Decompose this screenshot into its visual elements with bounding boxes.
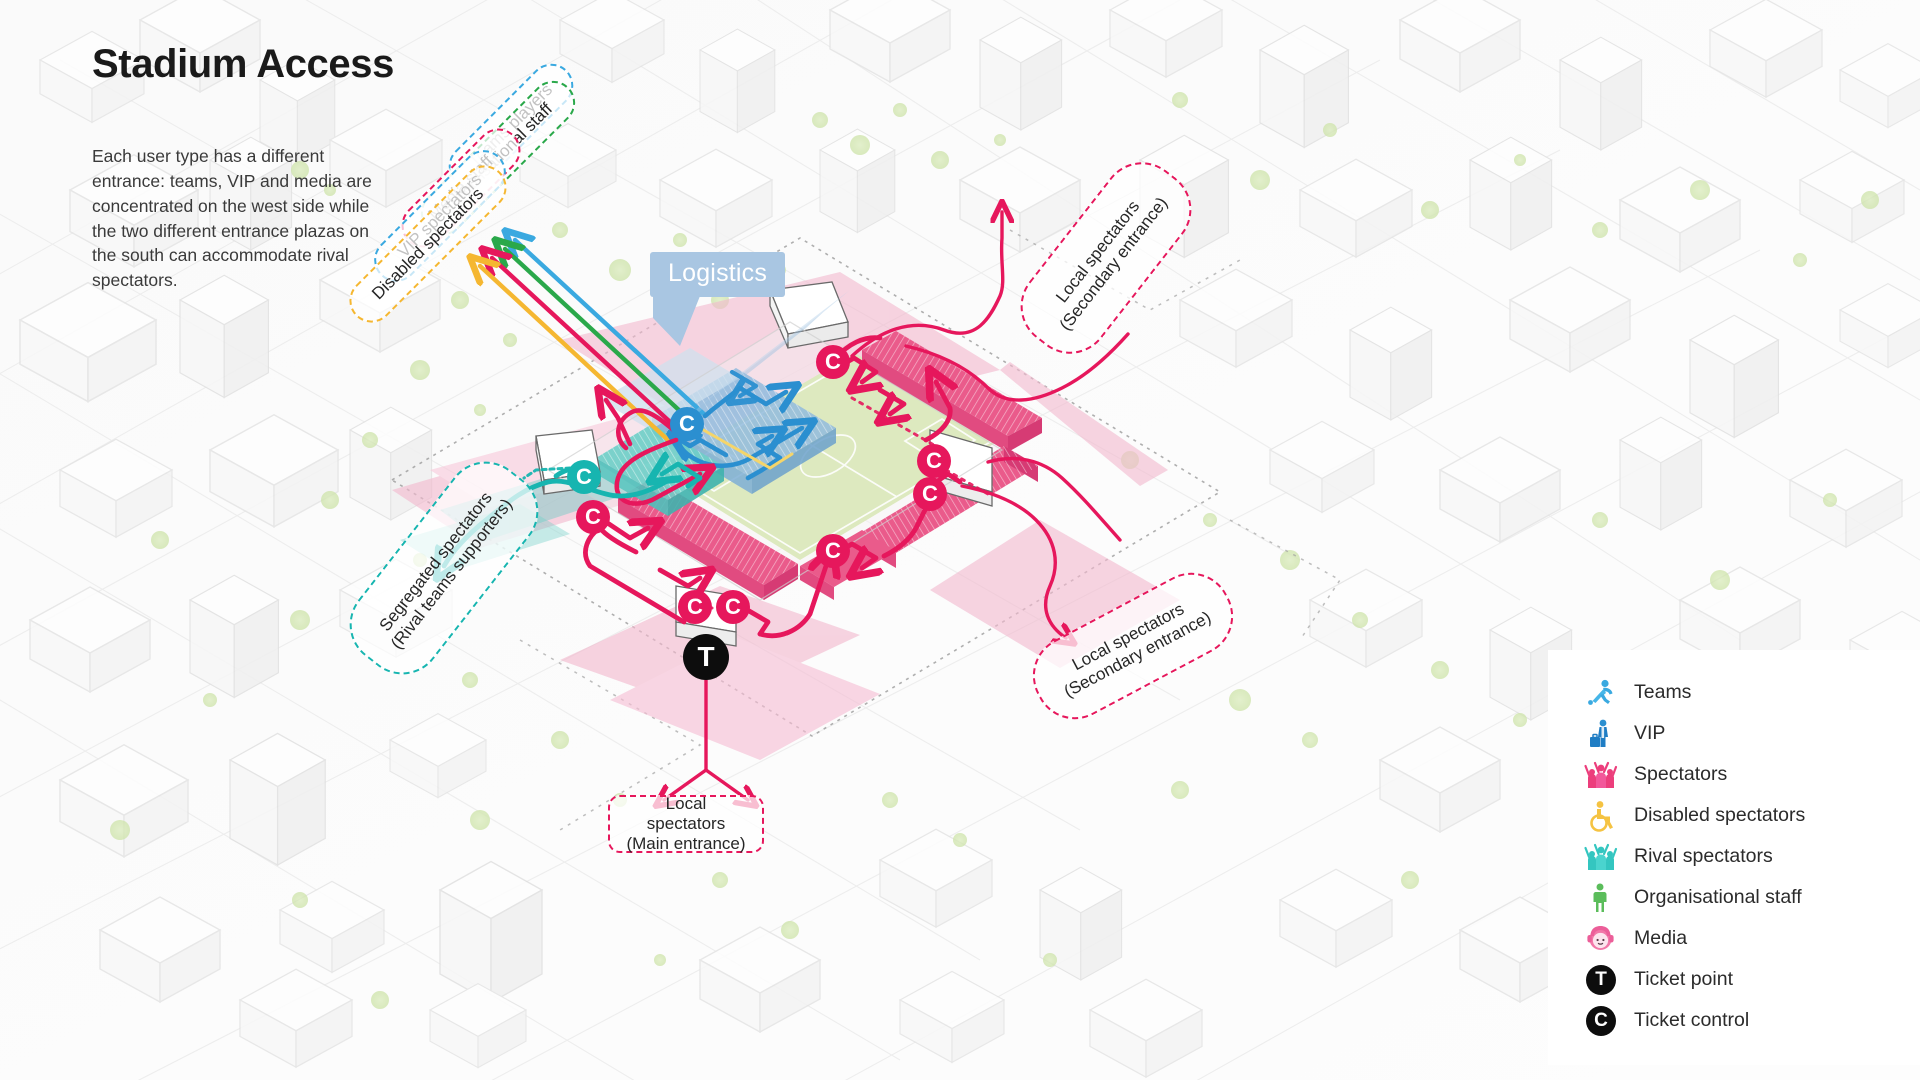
ticket-control-badge[interactable]: C (913, 477, 947, 511)
rival-crowd-icon (1584, 840, 1618, 874)
legend-item-media[interactable]: Media (1584, 918, 1920, 959)
ticket-point-icon: T (1584, 963, 1618, 997)
title-block: Stadium Access Each user type has a diff… (92, 42, 422, 293)
legend-item-disabled-spectators[interactable]: Disabled spectators (1584, 795, 1920, 836)
legend-label-teams: Teams (1634, 681, 1692, 703)
staff-person-icon (1584, 881, 1618, 915)
legend-label-spectators: Spectators (1634, 763, 1728, 785)
vip-suitcase-icon (1584, 717, 1618, 751)
legend-label-disabled-spectators: Disabled spectators (1634, 804, 1806, 826)
crowd-icon (1584, 758, 1618, 792)
ticket-control-badge[interactable]: C (816, 345, 850, 379)
ticket-control-badge[interactable]: C (678, 590, 712, 624)
external-spectator-routes (664, 212, 1130, 800)
legend-item-organisational-staff[interactable]: Organisational staff (1584, 877, 1920, 918)
intro-paragraph: Each user type has a different entrance:… (92, 146, 372, 291)
legend-label-rival-spectators: Rival spectators (1634, 845, 1773, 867)
soccer-player-icon (1584, 676, 1618, 710)
legend-label-vip: VIP (1634, 722, 1666, 744)
media-headset-icon (1584, 922, 1618, 956)
label-main-line1: Local spectators (646, 793, 726, 833)
label-main-line2: (Main entrance) (626, 834, 746, 854)
logistics-text: Logistics (668, 259, 768, 287)
ticket-control-badge-rival[interactable]: C (567, 460, 601, 494)
legend-item-ticket-control[interactable]: C Ticket control (1584, 1000, 1920, 1041)
legend-label-ticket-point: Ticket point (1634, 968, 1733, 990)
legend-label-media: Media (1634, 927, 1688, 949)
page-title: Stadium Access (92, 42, 394, 86)
legend-item-rival-spectators[interactable]: Rival spectators (1584, 836, 1920, 877)
ticket-point-letter: T (1586, 964, 1616, 995)
ticket-control-icon: C (1584, 1004, 1618, 1038)
media-loop (606, 400, 700, 506)
label-local-spectators-main: Local spectators (Main entrance) (608, 793, 764, 854)
ticket-point-badge[interactable]: T (683, 634, 729, 680)
legend-item-spectators[interactable]: Spectators (1584, 754, 1920, 795)
ticket-control-badge[interactable]: C (576, 500, 610, 534)
ticket-control-badge[interactable]: C (917, 444, 951, 478)
ticket-control-letter: C (1586, 1005, 1616, 1036)
ticket-control-badge[interactable]: C (816, 534, 850, 568)
legend-item-teams[interactable]: Teams (1584, 672, 1920, 713)
ticket-control-badge[interactable]: C (716, 590, 750, 624)
logistics-label: Logistics (650, 252, 786, 297)
ticket-control-badge-vip[interactable]: C (670, 407, 704, 441)
legend-label-organisational-staff: Organisational staff (1634, 886, 1802, 908)
wheelchair-icon (1584, 799, 1618, 833)
legend-panel: Teams VIP (1548, 650, 1920, 1065)
legend-item-ticket-point[interactable]: T Ticket point (1584, 959, 1920, 1000)
legend-label-ticket-control: Ticket control (1634, 1009, 1750, 1031)
legend-item-vip[interactable]: VIP (1584, 713, 1920, 754)
